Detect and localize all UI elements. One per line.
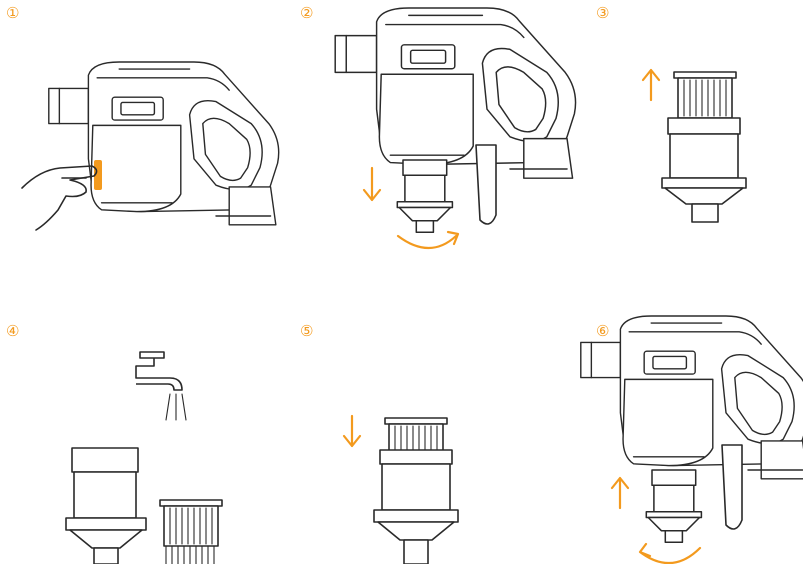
tap-icon [136, 352, 182, 390]
down-arrow-icon [344, 416, 360, 446]
step-number-2: ② [300, 6, 313, 21]
down-arrow-icon [364, 168, 380, 200]
handle-detail [722, 445, 742, 529]
up-arrow-icon [643, 70, 659, 100]
rotate-arrow-icon [640, 544, 700, 563]
rotate-arrow-icon [398, 232, 458, 248]
step-number-4: ④ [6, 324, 19, 339]
step-number-6: ⑥ [596, 324, 609, 339]
step-number-5: ⑤ [300, 324, 313, 339]
handle-detail [476, 145, 496, 224]
step-5-scene [344, 416, 458, 564]
step-6-scene [581, 316, 803, 563]
water-stream [166, 394, 186, 420]
up-arrow-icon [612, 478, 628, 508]
step-2-scene [335, 8, 575, 248]
step-1-scene [22, 62, 279, 230]
step-3-scene [643, 70, 746, 222]
hand-illustration [22, 166, 97, 230]
step-4-scene [66, 352, 222, 564]
step-number-1: ① [6, 6, 19, 21]
step-number-3: ③ [596, 6, 609, 21]
